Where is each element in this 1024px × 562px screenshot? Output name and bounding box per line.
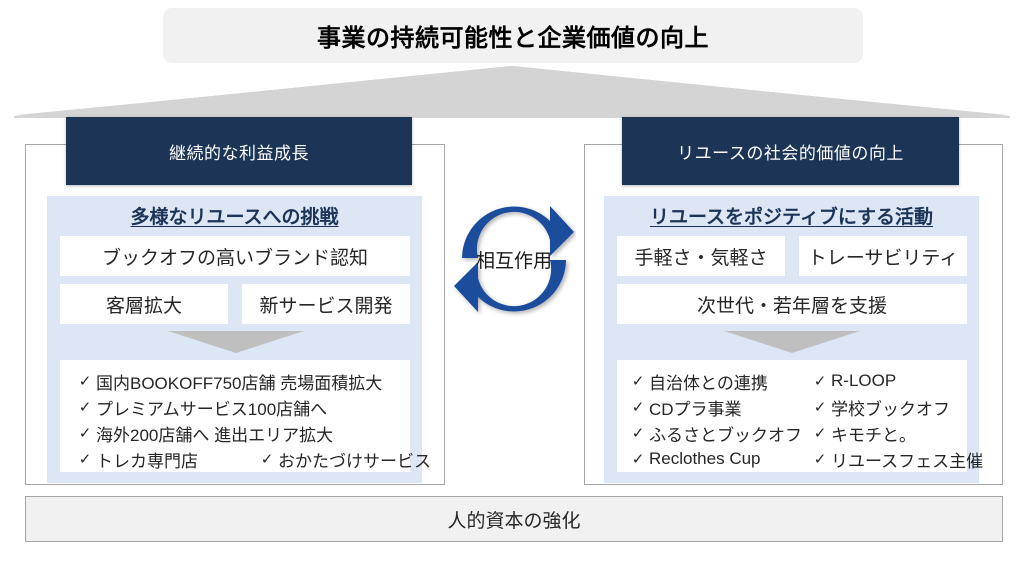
left-bullet-list: ✓ 国内BOOKOFF750店舗 売場面積拡大 ✓ プレミアムサービス100店舗… — [60, 360, 431, 472]
right-box-traceability: トレーサビリティ — [799, 236, 967, 276]
list-item: ✓ トレカ専門店 ✓ おかたづけサービス — [60, 446, 431, 472]
check-icon: ✓ — [631, 451, 645, 468]
human-capital-footer-label: 人的資本の強化 — [447, 510, 581, 532]
left-box-brand-awareness: ブックオフの高いブランド認知 — [60, 236, 410, 276]
list-item: ✓ CDプラ事業 ✓ 学校ブックオフ — [617, 394, 967, 420]
check-icon: ✓ — [813, 425, 827, 442]
list-item-label: キモチと。 — [831, 425, 916, 445]
diagram-title: 事業の持続可能性と企業価値の向上 — [317, 25, 709, 52]
check-icon: ✓ — [813, 451, 827, 468]
list-item-label: R-LOOP — [831, 371, 897, 390]
list-item: ✓ 海外200店舗へ 進出エリア拡大 — [60, 420, 410, 446]
check-icon: ✓ — [813, 373, 827, 390]
check-icon: ✓ — [631, 425, 645, 442]
diagram-title-banner: 事業の持続可能性と企業価値の向上 — [163, 8, 863, 63]
right-bullet-list: ✓ 自治体との連携 ✓ R-LOOP ✓ CDプラ事業 ✓ 学校ブックオフ ✓ … — [617, 360, 983, 472]
list-item: ✓ Reclothes Cup ✓ リユースフェス主催 — [617, 446, 983, 472]
right-panel-heading: リユースをポジティブにする活動 — [649, 206, 934, 228]
list-item-label: 国内BOOKOFF750店舗 売場面積拡大 — [96, 373, 383, 393]
mutual-interaction-cycle-icon — [454, 206, 574, 312]
list-item: ✓ ふるさとブックオフ ✓ キモチと。 — [617, 420, 967, 446]
left-pillar-header: 継続的な利益成長 — [66, 117, 412, 185]
human-capital-footer-bar: 人的資本の強化 — [25, 496, 1003, 542]
check-icon: ✓ — [631, 399, 645, 416]
left-down-arrow-icon — [168, 331, 304, 353]
list-item-label: 自治体との連携 — [649, 373, 768, 393]
check-icon: ✓ — [78, 399, 92, 416]
check-icon: ✓ — [78, 451, 92, 468]
mutual-interaction-label: 相互作用 — [475, 250, 552, 272]
right-box-next-generation-support: 次世代・若年層を支援 — [617, 284, 967, 324]
upward-chevron-shape — [14, 66, 1010, 118]
right-pillar-header-label: リユースの社会的価値の向上 — [677, 143, 904, 163]
list-item: ✓ プレミアムサービス100店舗へ — [60, 394, 410, 420]
list-item-label: Reclothes Cup — [649, 449, 761, 468]
left-panel-heading: 多様なリユースへの挑戦 — [130, 206, 339, 228]
list-item-label: 海外200店舗へ 進出エリア拡大 — [96, 425, 334, 445]
check-icon: ✓ — [78, 425, 92, 442]
check-icon: ✓ — [631, 373, 645, 390]
left-box-customer-expansion: 客層拡大 — [60, 284, 228, 324]
list-item: ✓ 国内BOOKOFF750店舗 売場面積拡大 — [60, 368, 410, 394]
list-item-label: CDプラ事業 — [649, 399, 742, 419]
right-box-easy-casual: 手軽さ・気軽さ — [617, 236, 785, 276]
check-icon: ✓ — [78, 373, 92, 390]
list-item-label: おかたづけサービス — [278, 451, 431, 471]
list-item-label: ふるさとブックオフ — [649, 425, 802, 445]
left-pillar-header-label: 継続的な利益成長 — [169, 143, 309, 163]
list-item-label: リユースフェス主催 — [831, 451, 984, 471]
list-item-label: 学校ブックオフ — [831, 399, 950, 419]
check-icon: ✓ — [813, 399, 827, 416]
left-box-new-service: 新サービス開発 — [242, 284, 410, 324]
list-item-label: トレカ専門店 — [96, 451, 198, 471]
right-down-arrow-icon — [724, 331, 860, 353]
list-item: ✓ 自治体との連携 ✓ R-LOOP — [617, 368, 967, 394]
right-pillar-header: リユースの社会的価値の向上 — [622, 117, 959, 185]
check-icon: ✓ — [260, 451, 274, 468]
list-item-label: プレミアムサービス100店舗へ — [96, 399, 328, 419]
